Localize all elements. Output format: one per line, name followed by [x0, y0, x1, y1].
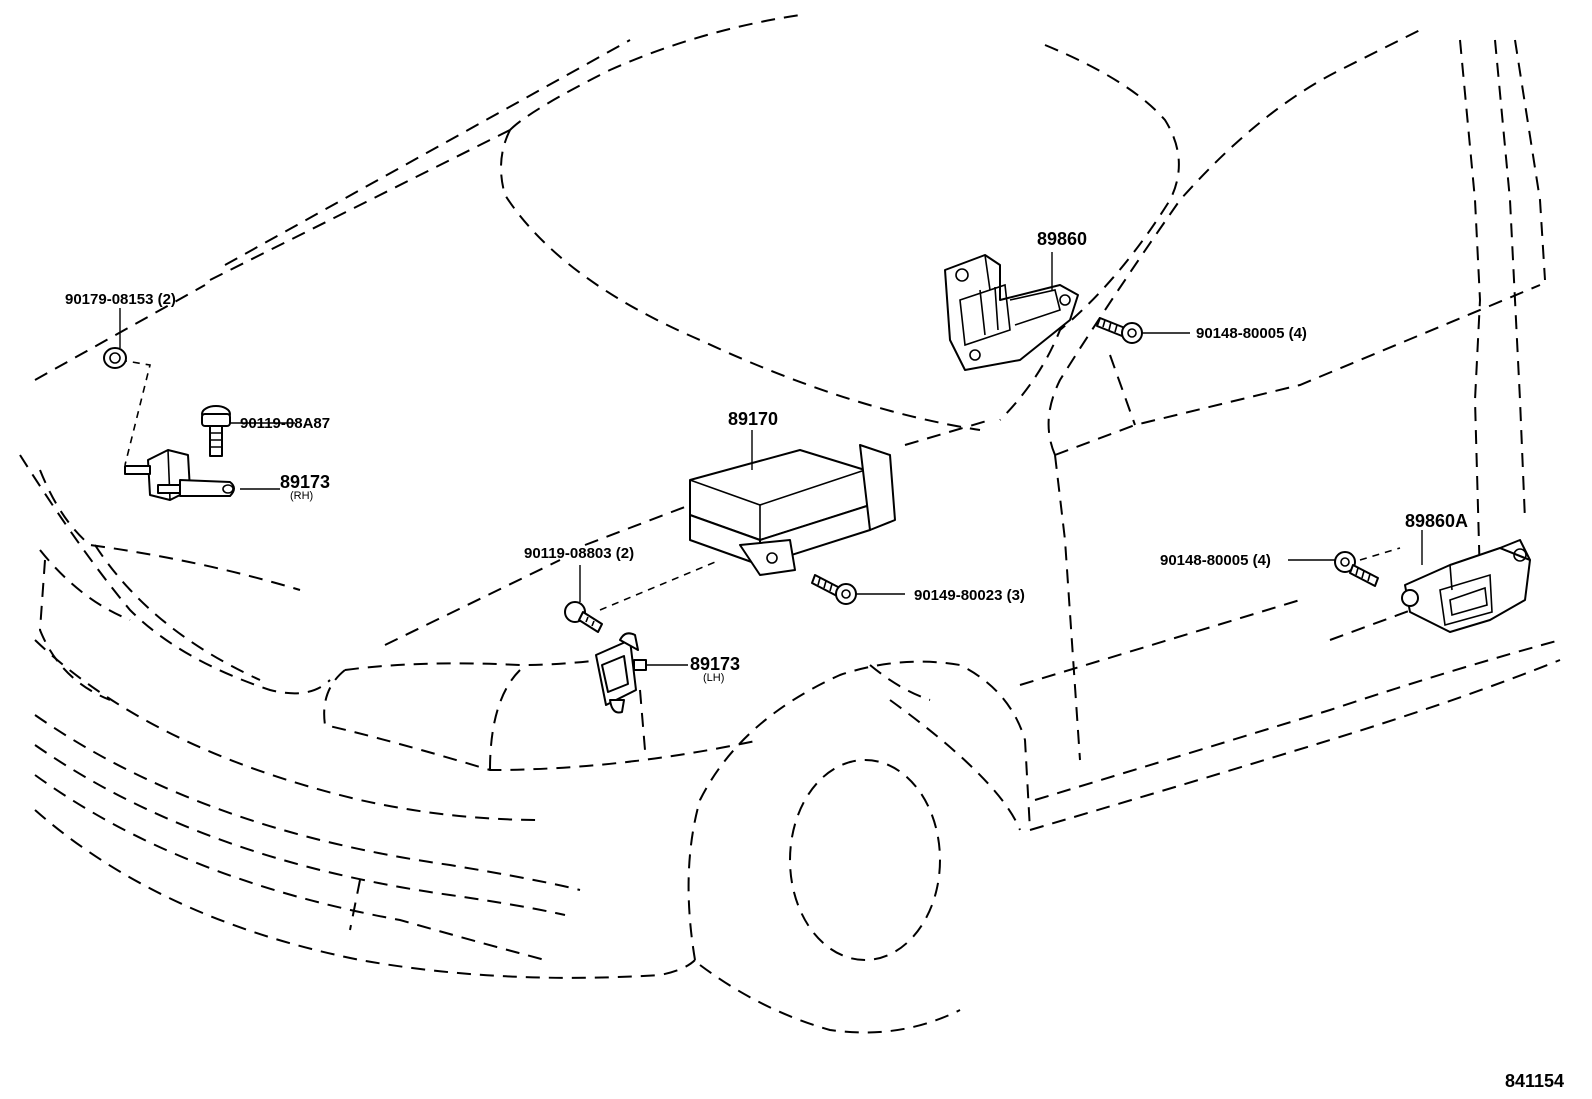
label-90148-80005-lower: 90148-80005 (4) — [1160, 552, 1271, 569]
installation-lines — [119, 359, 1401, 611]
leader-lines — [119, 252, 1423, 666]
label-90148-80005-upper: 90148-80005 (4) — [1196, 325, 1307, 342]
bolt-90119-08803-icon — [564, 601, 603, 633]
label-89173-lh: 89173 — [690, 654, 741, 674]
sensor-89173-rh-icon — [124, 449, 235, 501]
sensor-89860a-icon — [1401, 539, 1531, 633]
label-89860: 89860 — [1037, 229, 1088, 249]
label-90179-08153: 90179-08153 (2) — [65, 291, 176, 308]
label-89173-lh-side: (LH) — [703, 672, 725, 684]
label-90149-80023: 90149-80023 (3) — [914, 587, 1025, 604]
nut-90179-icon — [103, 347, 127, 369]
label-89173-rh: 89173 — [280, 472, 331, 492]
figure-id: 841154 — [1505, 1071, 1565, 1091]
ecu-89170-icon — [689, 444, 896, 576]
label-89860a: 89860A — [1405, 511, 1469, 531]
bolt-90119-08a87-icon — [201, 405, 231, 457]
label-90119-08803: 90119-08803 (2) — [524, 545, 635, 562]
sensor-89173-lh-icon — [595, 632, 647, 714]
bolt-90148-upper-icon — [1096, 317, 1143, 344]
label-89173-rh-side: (RH) — [290, 490, 314, 502]
label-90119-08a87: 90119-08A87 — [240, 415, 331, 432]
label-89170: 89170 — [728, 409, 779, 429]
bolt-90148-lower-icon — [1334, 551, 1379, 587]
sensor-89860-icon — [944, 254, 1079, 371]
bolt-90149-80023-icon — [811, 574, 857, 605]
